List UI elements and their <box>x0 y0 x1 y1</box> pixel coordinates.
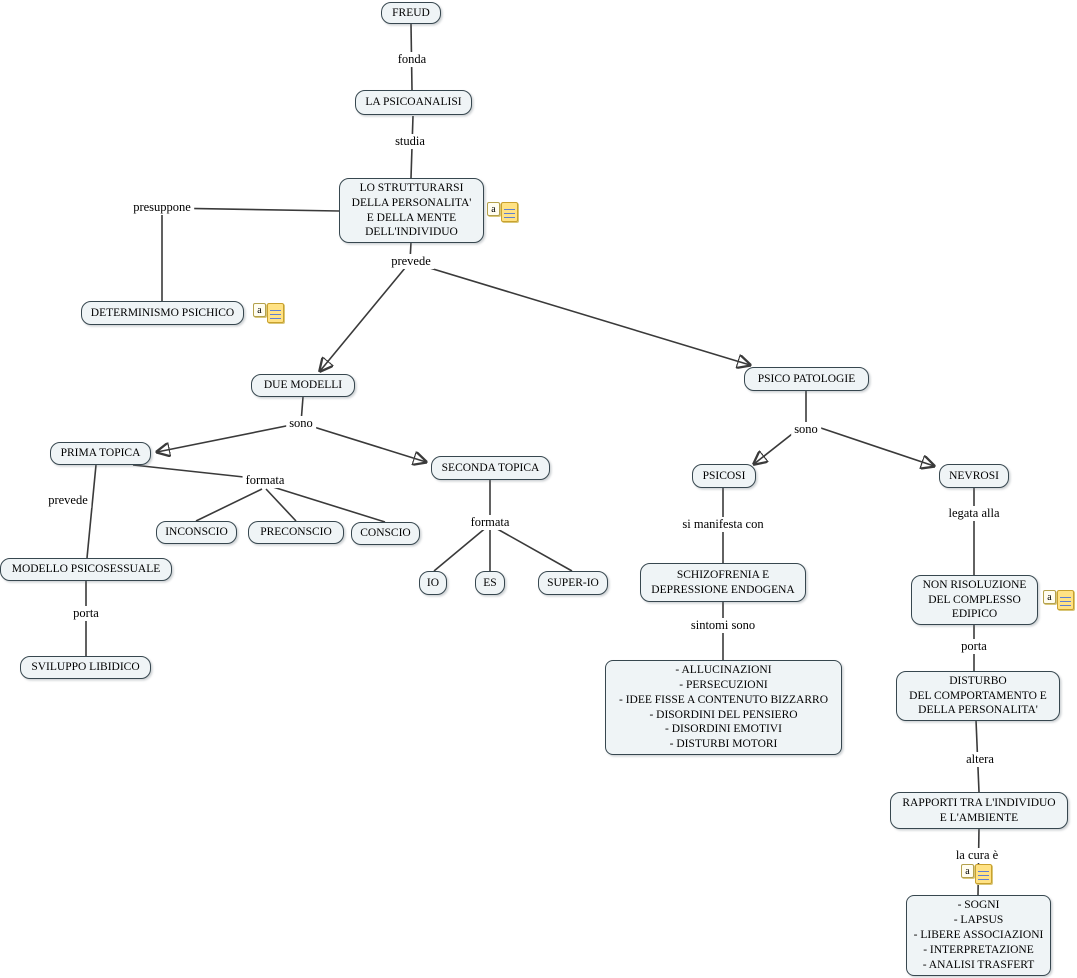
resource-link-group-la-cura[interactable]: a <box>961 864 992 884</box>
node-es[interactable]: ES <box>475 571 505 595</box>
link-label-sono-right[interactable]: sono <box>791 422 821 437</box>
node-due-modelli[interactable]: DUE MODELLI <box>251 374 355 397</box>
node-determinismo-psichico[interactable]: DETERMINISMO PSICHICO <box>81 301 244 325</box>
edge-formata2-superio <box>491 525 573 572</box>
edge-sono-nevrosi <box>805 422 934 466</box>
link-label-si-manifesta-con[interactable]: si manifesta con <box>679 517 767 532</box>
link-label-studia[interactable]: studia <box>392 134 428 149</box>
node-sviluppo-libidico[interactable]: SVILUPPO LIBIDICO <box>20 656 151 679</box>
node-schizofrenia-depressione[interactable]: SCHIZOFRENIA E DEPRESSIONE ENDOGENA <box>640 563 806 602</box>
link-label-legata-alla[interactable]: legata alla <box>945 506 1003 521</box>
annotation-icon[interactable]: a <box>961 864 974 878</box>
resource-link-group-strutturarsi[interactable]: a <box>487 202 518 222</box>
attached-document-icon[interactable] <box>975 864 992 884</box>
node-preconscio[interactable]: PRECONSCIO <box>248 521 344 544</box>
link-label-fonda[interactable]: fonda <box>394 52 430 67</box>
link-label-porta-right[interactable]: porta <box>958 639 990 654</box>
link-label-formata-seconda[interactable]: formata <box>467 515 513 530</box>
node-inconscio[interactable]: INCONSCIO <box>156 521 237 544</box>
link-label-prevede-left[interactable]: prevede <box>45 493 91 508</box>
link-label-la-cura-e[interactable]: la cura è <box>952 848 1002 863</box>
node-super-io[interactable]: SUPER-IO <box>538 571 608 595</box>
node-conscio[interactable]: CONSCIO <box>351 522 420 545</box>
edge-formata2-io <box>433 525 489 572</box>
resource-link-group-non-risoluzione[interactable]: a <box>1043 590 1074 610</box>
edge-prima-topica-modello <box>86 464 97 559</box>
node-rapporti-individuo-ambiente[interactable]: RAPPORTI TRA L'INDIVIDUO E L'AMBIENTE <box>890 792 1068 829</box>
link-label-sintomi-sono[interactable]: sintomi sono <box>687 618 759 633</box>
node-disturbo-comportamento[interactable]: DISTURBO DEL COMPORTAMENTO E DELLA PERSO… <box>896 671 1060 721</box>
node-sintomi-list[interactable]: - ALLUCINAZIONI - PERSECUZIONI - IDEE FI… <box>605 660 842 755</box>
annotation-icon[interactable]: a <box>253 303 266 317</box>
node-non-risoluzione-edipico[interactable]: NON RISOLUZIONE DEL COMPLESSO EDIPICO <box>911 575 1038 625</box>
attached-document-icon[interactable] <box>501 202 518 222</box>
link-label-prevede-top[interactable]: prevede <box>388 254 434 269</box>
node-freud[interactable]: FREUD <box>381 2 441 24</box>
edge-strutturarsi-presuppone-determinismo <box>161 207 340 301</box>
link-label-presuppone[interactable]: presuppone <box>130 200 194 215</box>
annotation-icon[interactable]: a <box>487 202 500 216</box>
attached-document-icon[interactable] <box>1057 590 1074 610</box>
edge-formata-preconscio <box>265 488 297 522</box>
attached-document-icon[interactable] <box>267 303 284 323</box>
node-nevrosi[interactable]: NEVROSI <box>939 464 1009 488</box>
link-label-sono-left[interactable]: sono <box>286 416 316 431</box>
node-psicosi[interactable]: PSICOSI <box>692 464 756 488</box>
edge-prevede-due-modelli <box>320 261 411 371</box>
edge-prevede-psico-patologie <box>409 261 750 365</box>
edge-prima-topica-formata <box>132 464 254 479</box>
node-cura-list[interactable]: - SOGNI - LAPSUS - LIBERE ASSOCIAZIONI -… <box>906 895 1051 976</box>
link-label-altera[interactable]: altera <box>963 752 997 767</box>
link-label-porta-left[interactable]: porta <box>70 606 102 621</box>
node-seconda-topica[interactable]: SECONDA TOPICA <box>431 456 550 480</box>
edge-sono-seconda-topica <box>300 422 426 462</box>
link-label-formata-prima[interactable]: formata <box>242 473 288 488</box>
edge-formata-inconscio <box>195 488 263 522</box>
node-psico-patologie[interactable]: PSICO PATOLOGIE <box>744 367 869 391</box>
node-prima-topica[interactable]: PRIMA TOPICA <box>50 442 151 465</box>
node-la-psicoanalisi[interactable]: LA PSICOANALISI <box>355 90 472 115</box>
edge-sono-prima-topica <box>157 422 302 452</box>
node-lo-strutturarsi[interactable]: LO STRUTTURARSI DELLA PERSONALITA' E DEL… <box>339 178 484 243</box>
edge-formata-conscio <box>272 486 386 523</box>
annotation-icon[interactable]: a <box>1043 590 1056 604</box>
node-modello-psicosessuale[interactable]: MODELLO PSICOSESSUALE <box>0 558 172 581</box>
resource-link-group-determinismo[interactable]: a <box>253 303 284 323</box>
node-io[interactable]: IO <box>419 571 447 595</box>
